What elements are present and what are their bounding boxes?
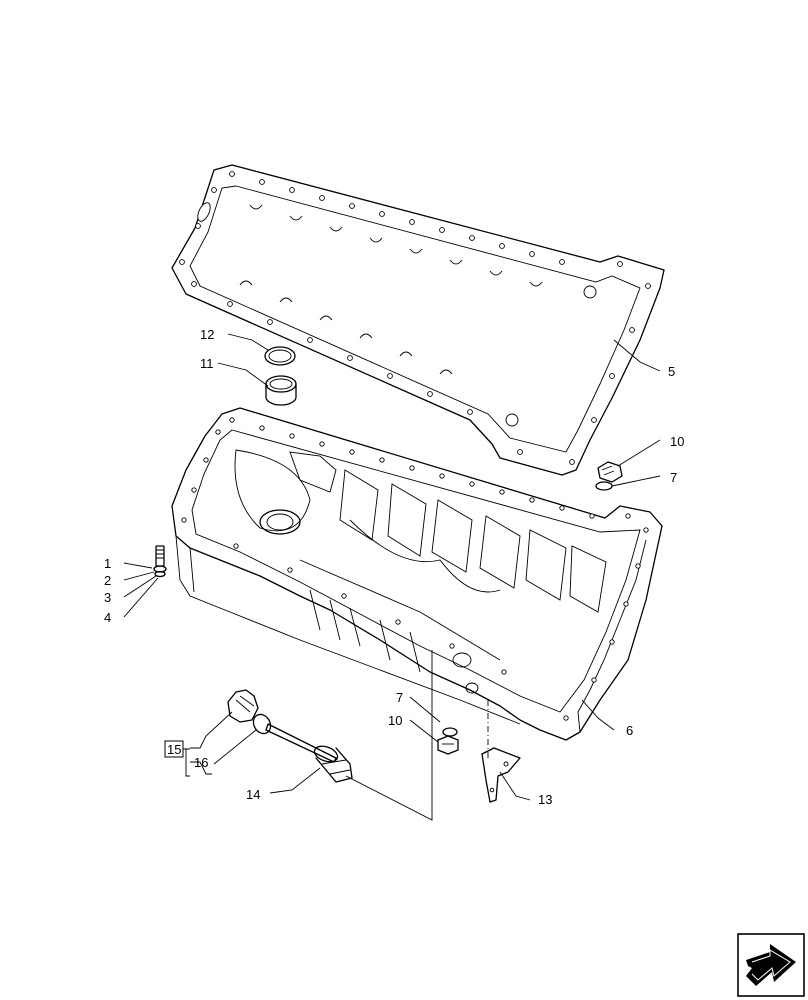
sump-gasket xyxy=(171,164,665,476)
callout-10-lower: 10 xyxy=(388,713,402,728)
callout-12: 12 xyxy=(200,327,214,342)
seal-ring xyxy=(264,346,296,366)
callout-labels: 1 2 3 4 5 6 7 10 7 10 11 12 13 14 15 16 xyxy=(104,327,684,807)
callout-4: 4 xyxy=(104,610,111,625)
callout-6: 6 xyxy=(626,723,633,738)
callout-5: 5 xyxy=(668,364,675,379)
callout-7-upper: 7 xyxy=(670,470,677,485)
sleeve-bushing xyxy=(265,375,297,406)
callout-2: 2 xyxy=(104,573,111,588)
callout-10-upper: 10 xyxy=(670,434,684,449)
dipstick-cap xyxy=(227,689,337,763)
callout-7-lower: 7 xyxy=(396,690,403,705)
callout-3: 3 xyxy=(104,590,111,605)
drain-plug-upper xyxy=(595,461,623,491)
bolt-with-washer xyxy=(153,545,167,578)
callout-1: 1 xyxy=(104,556,111,571)
bracket xyxy=(481,747,521,803)
drain-plug-lower xyxy=(437,727,459,755)
callout-16: 16 xyxy=(194,755,208,770)
callout-11: 11 xyxy=(200,356,214,371)
callout-13: 13 xyxy=(538,792,552,807)
next-page-arrow-icon[interactable] xyxy=(737,933,805,997)
callout-14: 14 xyxy=(246,787,260,802)
callout-15: 15 xyxy=(167,742,181,757)
oil-sump-housing xyxy=(171,407,663,741)
leader-lines xyxy=(123,333,661,821)
dipstick-tube xyxy=(313,745,353,783)
